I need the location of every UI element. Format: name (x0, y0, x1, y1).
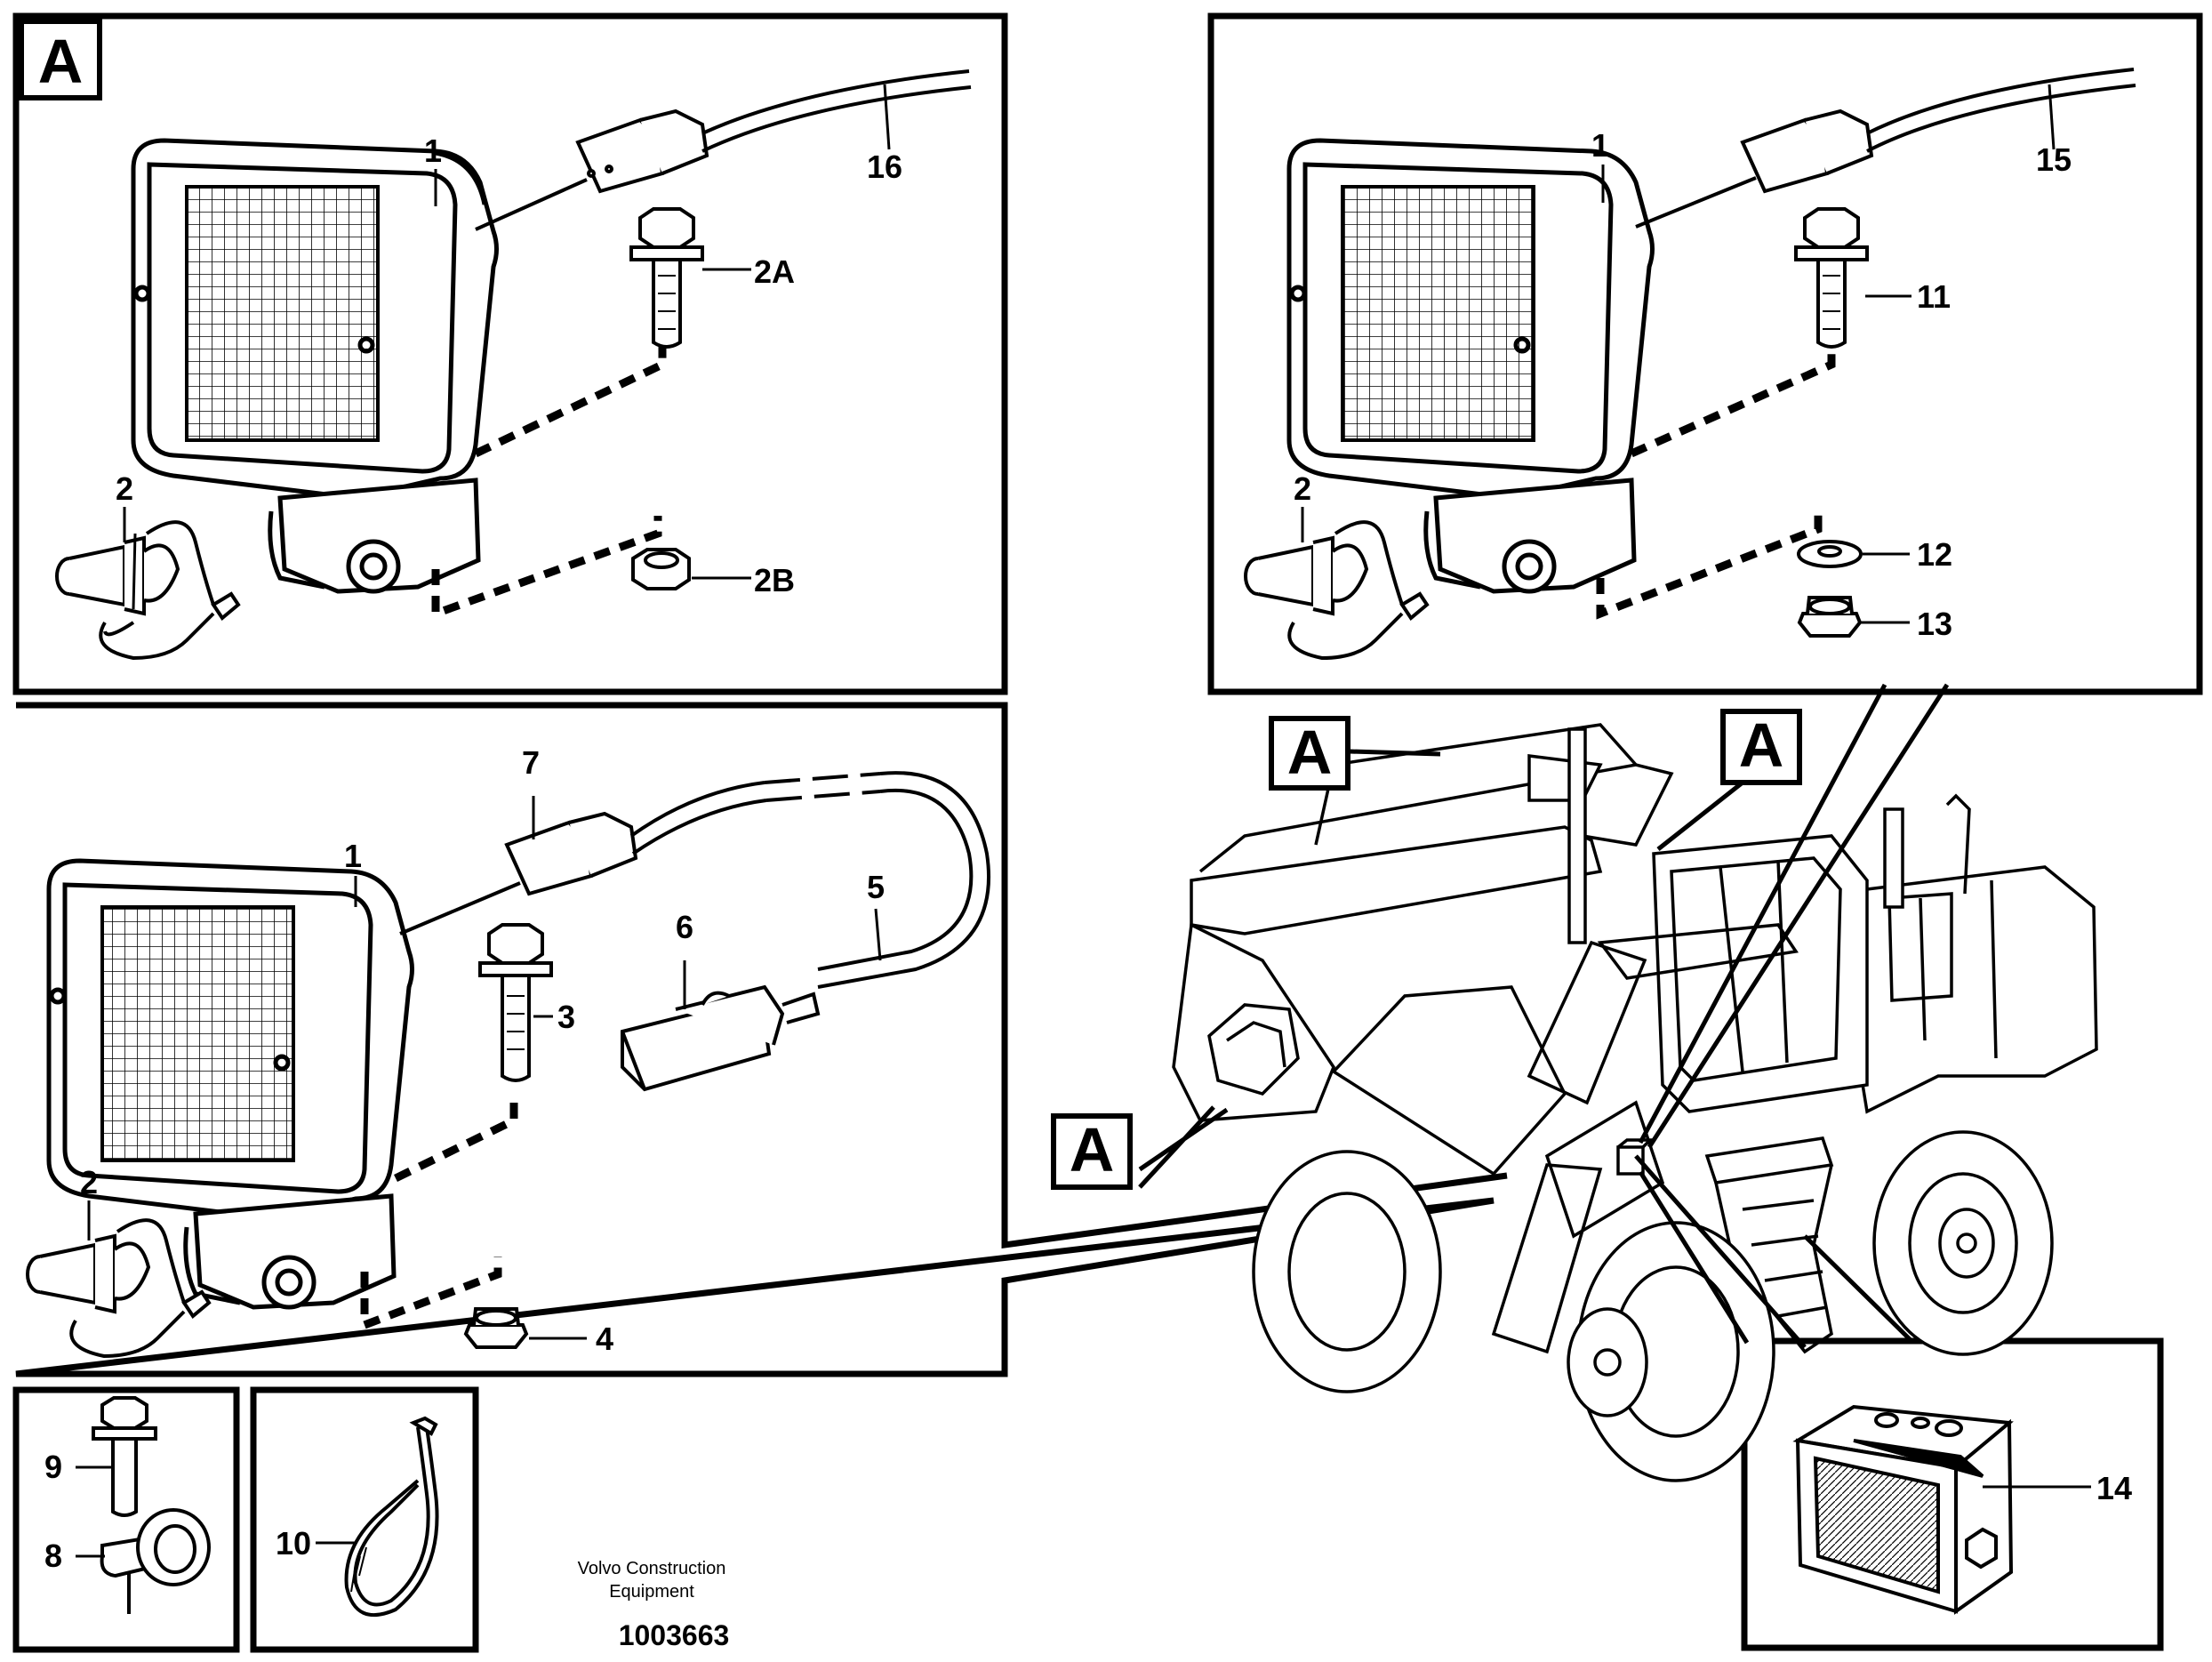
panel-top-left: A (12, 12, 1008, 695)
label-bolt-11: 11 (1917, 278, 1951, 315)
label-cable-15: 15 (2036, 141, 2072, 178)
cable-tie-10 (344, 1416, 439, 1618)
view-a-tag-loader-front: A (1051, 1113, 1133, 1190)
bulb (1244, 520, 1430, 661)
label-connector-6: 6 (676, 909, 693, 945)
label-bolt-2a: 2A (754, 253, 795, 290)
storage-box-14 (1792, 1404, 2014, 1615)
work-lamp (1286, 138, 1655, 594)
label-cable-5: 5 (867, 869, 885, 905)
view-a-tag-top-left: A (19, 19, 102, 100)
nut-2b (631, 548, 691, 590)
label-box-14: 14 (2096, 1470, 2132, 1506)
washer-12 (1797, 540, 1863, 568)
label-nut-13: 13 (1917, 606, 1952, 642)
nut-13 (1797, 596, 1863, 638)
panel-tie: 10 (250, 1386, 479, 1653)
panel-top-right: 1 2 11 12 13 15 (1207, 12, 2203, 695)
svg-text:A: A (1070, 1115, 1115, 1184)
label-lamp-1: 1 (1591, 127, 1609, 164)
label-cable-16: 16 (867, 149, 902, 185)
bulb (26, 1218, 212, 1359)
work-lamp (46, 858, 414, 1310)
bolt-9 (92, 1396, 157, 1517)
label-clamp-8: 8 (44, 1538, 62, 1574)
label-washer-12: 12 (1917, 536, 1952, 573)
bolt-11 (1794, 207, 1869, 349)
label-plug-7: 7 (522, 744, 540, 781)
label-tie-10: 10 (276, 1525, 311, 1562)
label-lamp-1: 1 (424, 132, 442, 169)
cable-connector (475, 69, 972, 231)
cable-connector (1635, 68, 2136, 229)
view-a-tag-loader-cab: A (1656, 709, 1802, 851)
label-nut-4: 4 (596, 1321, 613, 1357)
bolt-2a (629, 207, 704, 349)
caption-line-1: Volvo Construction (578, 1559, 726, 1578)
panel-mid-left: 1 2 3 4 5 6 7 (15, 702, 1508, 1377)
document-number: 1003663 (619, 1619, 730, 1651)
label-bulb-2: 2 (116, 470, 133, 507)
label-bulb-2: 2 (80, 1164, 98, 1200)
bolt-3 (478, 923, 553, 1082)
label-lamp-1: 1 (344, 838, 362, 874)
label-bolt-9: 9 (44, 1449, 62, 1485)
label-bolt-3: 3 (557, 999, 575, 1035)
caption-line-2: Equipment (609, 1582, 694, 1602)
label-nut-2b: 2B (754, 562, 795, 598)
clamp-8 (100, 1508, 211, 1614)
nut-4 (463, 1307, 529, 1349)
svg-text:A: A (38, 27, 84, 96)
cable-connector (399, 771, 991, 1092)
bulb (55, 520, 241, 661)
view-a-tag-loader-top: A (1269, 716, 1441, 791)
svg-text:A: A (1287, 718, 1333, 787)
work-lamp (131, 138, 499, 594)
wheel-loader (1172, 723, 2098, 1482)
label-bulb-2: 2 (1294, 470, 1311, 507)
panel-clamp: 9 8 (12, 1386, 240, 1653)
svg-text:A: A (1739, 711, 1784, 780)
